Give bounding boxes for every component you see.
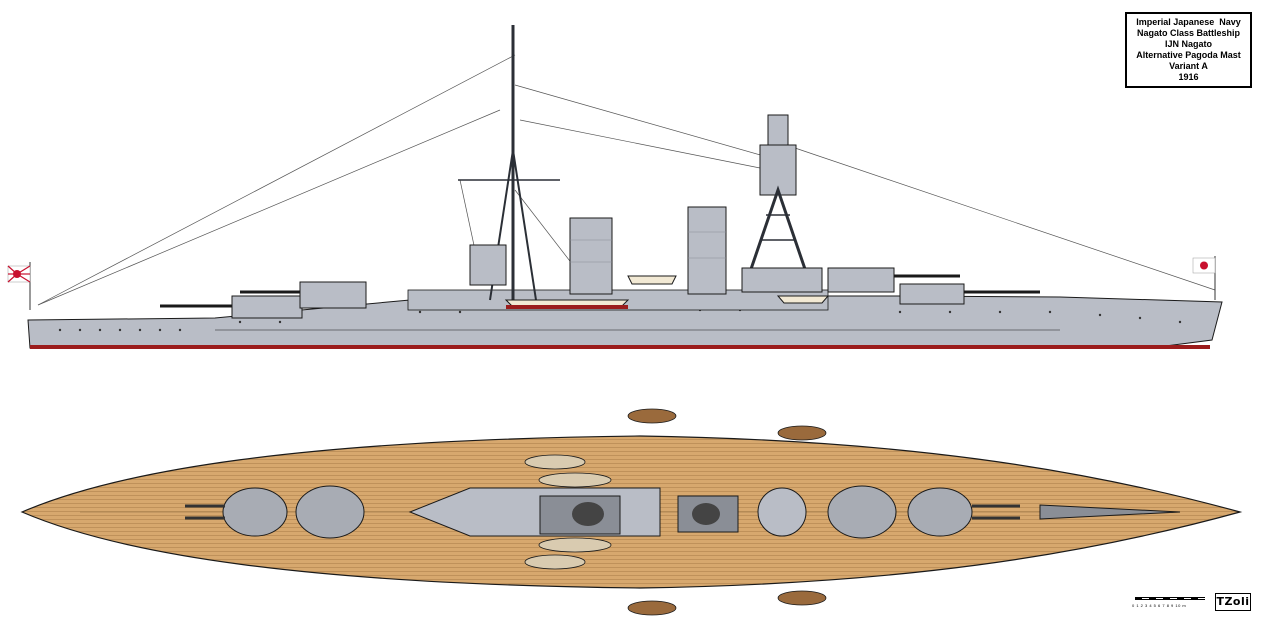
- plan-aft-turrets: [185, 485, 365, 539]
- rising-sun-flag: [7, 262, 31, 310]
- info-line-ship: IJN Nagato: [1164, 39, 1212, 49]
- boat-fore: [776, 295, 830, 304]
- info-line-year: 1916: [1178, 72, 1199, 82]
- after-funnel: [569, 217, 613, 295]
- boot-topping: [30, 345, 1210, 349]
- side-profile: [7, 25, 1223, 349]
- pagoda-mast: [741, 114, 823, 293]
- scale-bar-graphic: [1135, 597, 1205, 600]
- artist-signature: TZoli: [1215, 593, 1251, 611]
- fore-funnel: [687, 206, 727, 295]
- plan-fore-turrets: [827, 485, 1020, 539]
- aft-control-station: [469, 244, 507, 286]
- aft-turrets: [160, 281, 367, 319]
- plan-view: [20, 408, 1243, 616]
- fore-turrets: [827, 267, 1040, 305]
- info-line-variant-desc: Alternative Pagoda Mast: [1136, 50, 1241, 60]
- info-line-variant: Variant A: [1169, 61, 1208, 71]
- boat-mid: [627, 275, 677, 285]
- info-box: Imperial Japanese Navy Nagato Class Batt…: [1125, 12, 1252, 88]
- info-line-class: Nagato Class Battleship: [1136, 28, 1241, 38]
- scale-ticks: 0 1 2 3 4 5 6 7 8 9 10 m: [1132, 603, 1187, 608]
- plan-boats: [524, 454, 612, 570]
- jack-flag: [1192, 256, 1216, 300]
- rigging-lines: [37, 54, 1216, 306]
- plan-bow-fitting: [1039, 504, 1181, 520]
- plan-sponsons: [627, 408, 827, 616]
- plan-pagoda-base: [757, 487, 807, 537]
- scale-bar: 0 1 2 3 4 5 6 7 8 9 10 m: [1130, 592, 1212, 612]
- info-line-navy: Imperial Japanese Navy: [1136, 17, 1241, 27]
